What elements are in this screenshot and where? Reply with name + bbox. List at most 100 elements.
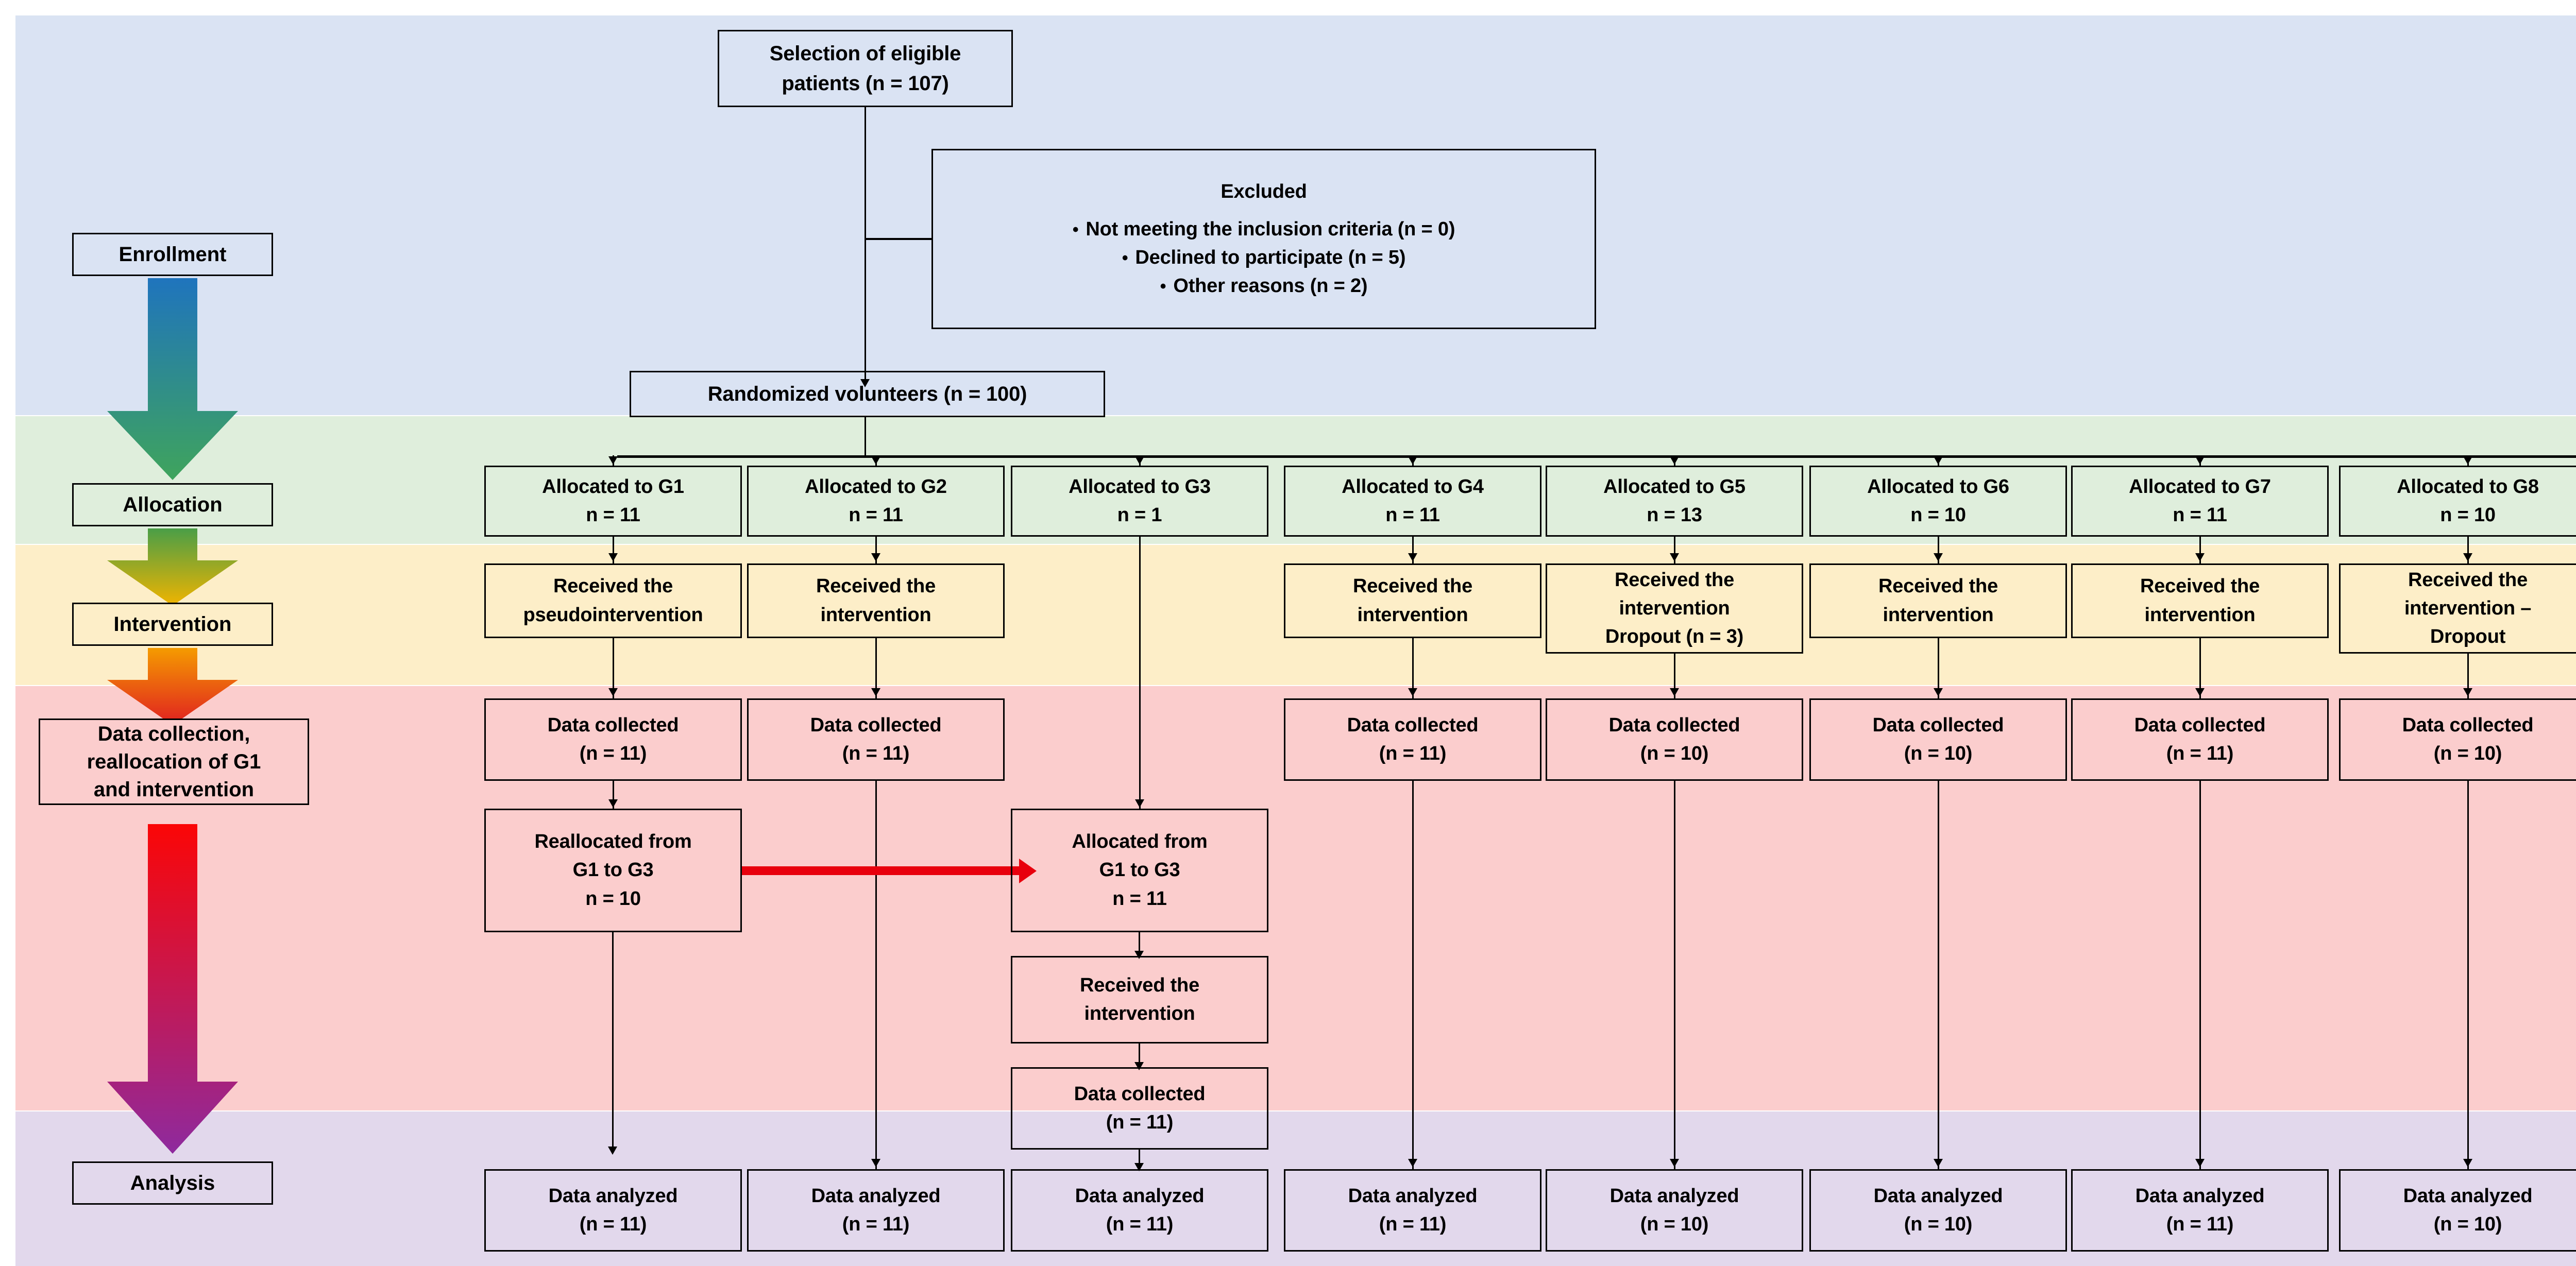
g3-received-line1: Received the [1079, 974, 1200, 996]
allocated-from-line1: Allocated from [1072, 831, 1208, 853]
excluded-reason-row-3: • Other reasons (n = 2) [936, 272, 1591, 300]
data-analyzed-line2-g4: (n = 11) [1379, 1213, 1447, 1235]
connector-g3-allocfrom-to-received [1139, 932, 1140, 957]
data-analyzed-line1-g3: Data analyzed [1075, 1185, 1205, 1207]
connector-g1-alloc-to-intervention [613, 537, 614, 563]
data-collected-box-g1: Data collected(n = 11) [484, 698, 742, 781]
excluded-reason-1: Not meeting the inclusion criteria (n = … [1086, 218, 1455, 240]
connector-g8-collected-to-analyzed [2467, 781, 2469, 1169]
stage-label-data-collection-line3: and intervention [93, 778, 255, 801]
g3-data-collected-box: Data collected (n = 11) [1011, 1067, 1268, 1150]
arrowhead-g2-alloc-to-intervention [871, 553, 880, 561]
allocated-n-g2: n = 11 [849, 504, 903, 526]
connector-g2-alloc-to-intervention [875, 537, 877, 563]
allocated-from-line3: n = 11 [1112, 887, 1167, 910]
data-collected-line1-g1: Data collected [547, 714, 679, 736]
arrowhead-bus-to-g2 [871, 456, 880, 465]
phase-band-intervention [15, 545, 2576, 685]
allocated-n-g5: n = 13 [1647, 504, 1702, 526]
intervention-line2-g1: pseudointervention [523, 604, 703, 626]
allocated-label-g7: Allocated to G7 [2129, 475, 2271, 498]
connector-g6-alloc-to-intervention [1938, 537, 1939, 563]
red-reallocation-arrowhead [1019, 859, 1037, 883]
stage-label-data-collection-line2: reallocation of G1 [87, 750, 261, 773]
allocated-n-g7: n = 11 [2173, 504, 2227, 526]
data-collected-box-g6: Data collected(n = 10) [1809, 698, 2067, 781]
arrowhead-g4-intervention-to-collected [1408, 688, 1417, 696]
arrowhead-g6-intervention-to-collected [1934, 688, 1943, 696]
intervention-line1-g7: Received the [2140, 575, 2260, 597]
connector-g1-collected-to-realloc [613, 781, 614, 809]
allocation-bus-line [617, 455, 2576, 458]
allocated-box-g8: Allocated to G8 n = 10 [2339, 466, 2576, 537]
data-collected-box-g2: Data collected(n = 11) [747, 698, 1005, 781]
connector-g1-realloc-to-analyzed [612, 932, 614, 1153]
arrowhead-g4-alloc-to-intervention [1408, 553, 1417, 561]
phase-band-analysis [15, 1111, 2576, 1266]
data-analyzed-line2-g2: (n = 11) [842, 1213, 910, 1235]
data-collected-box-g5: Data collected(n = 10) [1546, 698, 1803, 781]
connector-g7-intervention-to-collected [2199, 638, 2201, 698]
connector-to-excluded [865, 238, 931, 240]
connector-g6-intervention-to-collected [1938, 638, 1939, 698]
data-collected-line2-g8: (n = 10) [2433, 743, 2502, 764]
stage-label-analysis: Analysis [72, 1161, 273, 1205]
allocated-label-g6: Allocated to G6 [1867, 475, 2009, 498]
arrowhead-bus-to-g4 [1408, 456, 1417, 465]
stage-label-enrollment: Enrollment [72, 233, 273, 276]
connector-g5-alloc-to-intervention [1674, 537, 1675, 563]
allocated-box-g3: Allocated to G3 n = 1 [1011, 466, 1268, 537]
phase-band-enrollment [15, 15, 2576, 415]
data-analyzed-box-g1: Data analyzed(n = 11) [484, 1169, 742, 1252]
excluded-title: Excluded [1221, 180, 1307, 202]
connector-g5-collected-to-analyzed [1674, 781, 1675, 1169]
allocated-from-line2: G1 to G3 [1099, 859, 1180, 881]
data-analyzed-box-g6: Data analyzed(n = 10) [1809, 1169, 2067, 1252]
stage-label-allocation-text: Allocation [123, 493, 223, 516]
intervention-line2-g5: intervention [1619, 597, 1730, 619]
g3-collected-line1: Data collected [1074, 1083, 1206, 1105]
excluded-box: Excluded • Not meeting the inclusion cri… [931, 149, 1596, 329]
gradient-arrow-data-collection-to-analysis [107, 824, 238, 1154]
connector-g7-collected-to-analyzed [2199, 781, 2201, 1169]
randomized-text: Randomized volunteers (n = 100) [707, 383, 1027, 405]
data-analyzed-line2-g1: (n = 11) [579, 1213, 647, 1235]
allocated-box-g6: Allocated to G6 n = 10 [1809, 466, 2067, 537]
arrowhead-g1-realloc-to-analyzed [608, 1147, 617, 1155]
allocated-label-g1: Allocated to G1 [542, 475, 684, 498]
connector-g4-intervention-to-collected [1412, 638, 1414, 698]
arrowhead-g7-intervention-to-collected [2195, 688, 2205, 696]
arrowhead-g1-collected-to-realloc [608, 799, 618, 808]
allocated-label-g8: Allocated to G8 [2397, 475, 2539, 498]
connector-g7-alloc-to-intervention [2199, 537, 2201, 563]
arrowhead-g6-collected-to-analyzed [1934, 1159, 1943, 1167]
intervention-line3-g8: Dropout [2430, 626, 2506, 648]
allocated-n-g1: n = 11 [586, 504, 640, 526]
allocated-label-g3: Allocated to G3 [1069, 475, 1211, 498]
selection-box: Selection of eligible patients (n = 107) [718, 30, 1013, 107]
data-analyzed-line1-g6: Data analyzed [1873, 1185, 2003, 1207]
data-collected-line1-g8: Data collected [2402, 714, 2534, 736]
allocated-n-g3: n = 1 [1117, 504, 1162, 526]
g3-received-line2: intervention [1084, 1003, 1195, 1024]
gradient-arrow-enrollment-to-allocation [107, 278, 238, 480]
allocated-box-g1: Allocated to G1 n = 11 [484, 466, 742, 537]
stage-label-intervention-text: Intervention [113, 613, 232, 636]
connector-g4-alloc-to-intervention [1412, 537, 1414, 563]
allocated-n-g8: n = 10 [2440, 504, 2496, 526]
intervention-line1-g2: Received the [816, 575, 936, 597]
arrowhead-g1-alloc-to-intervention [608, 553, 618, 561]
allocated-box-g7: Allocated to G7 n = 11 [2071, 466, 2329, 537]
arrowhead-g1-intervention-to-collected [608, 688, 618, 696]
data-analyzed-line1-g4: Data analyzed [1348, 1185, 1478, 1207]
data-analyzed-line2-g3: (n = 11) [1106, 1213, 1174, 1235]
red-reallocation-arrow-line [742, 866, 1020, 875]
gradient-arrow-intervention-to-data-collection [107, 648, 238, 725]
intervention-line2-g7: intervention [2144, 604, 2256, 626]
allocated-n-g6: n = 10 [1910, 504, 1966, 526]
intervention-line2-g4: intervention [1357, 604, 1468, 626]
data-analyzed-line2-g5: (n = 10) [1640, 1213, 1709, 1235]
